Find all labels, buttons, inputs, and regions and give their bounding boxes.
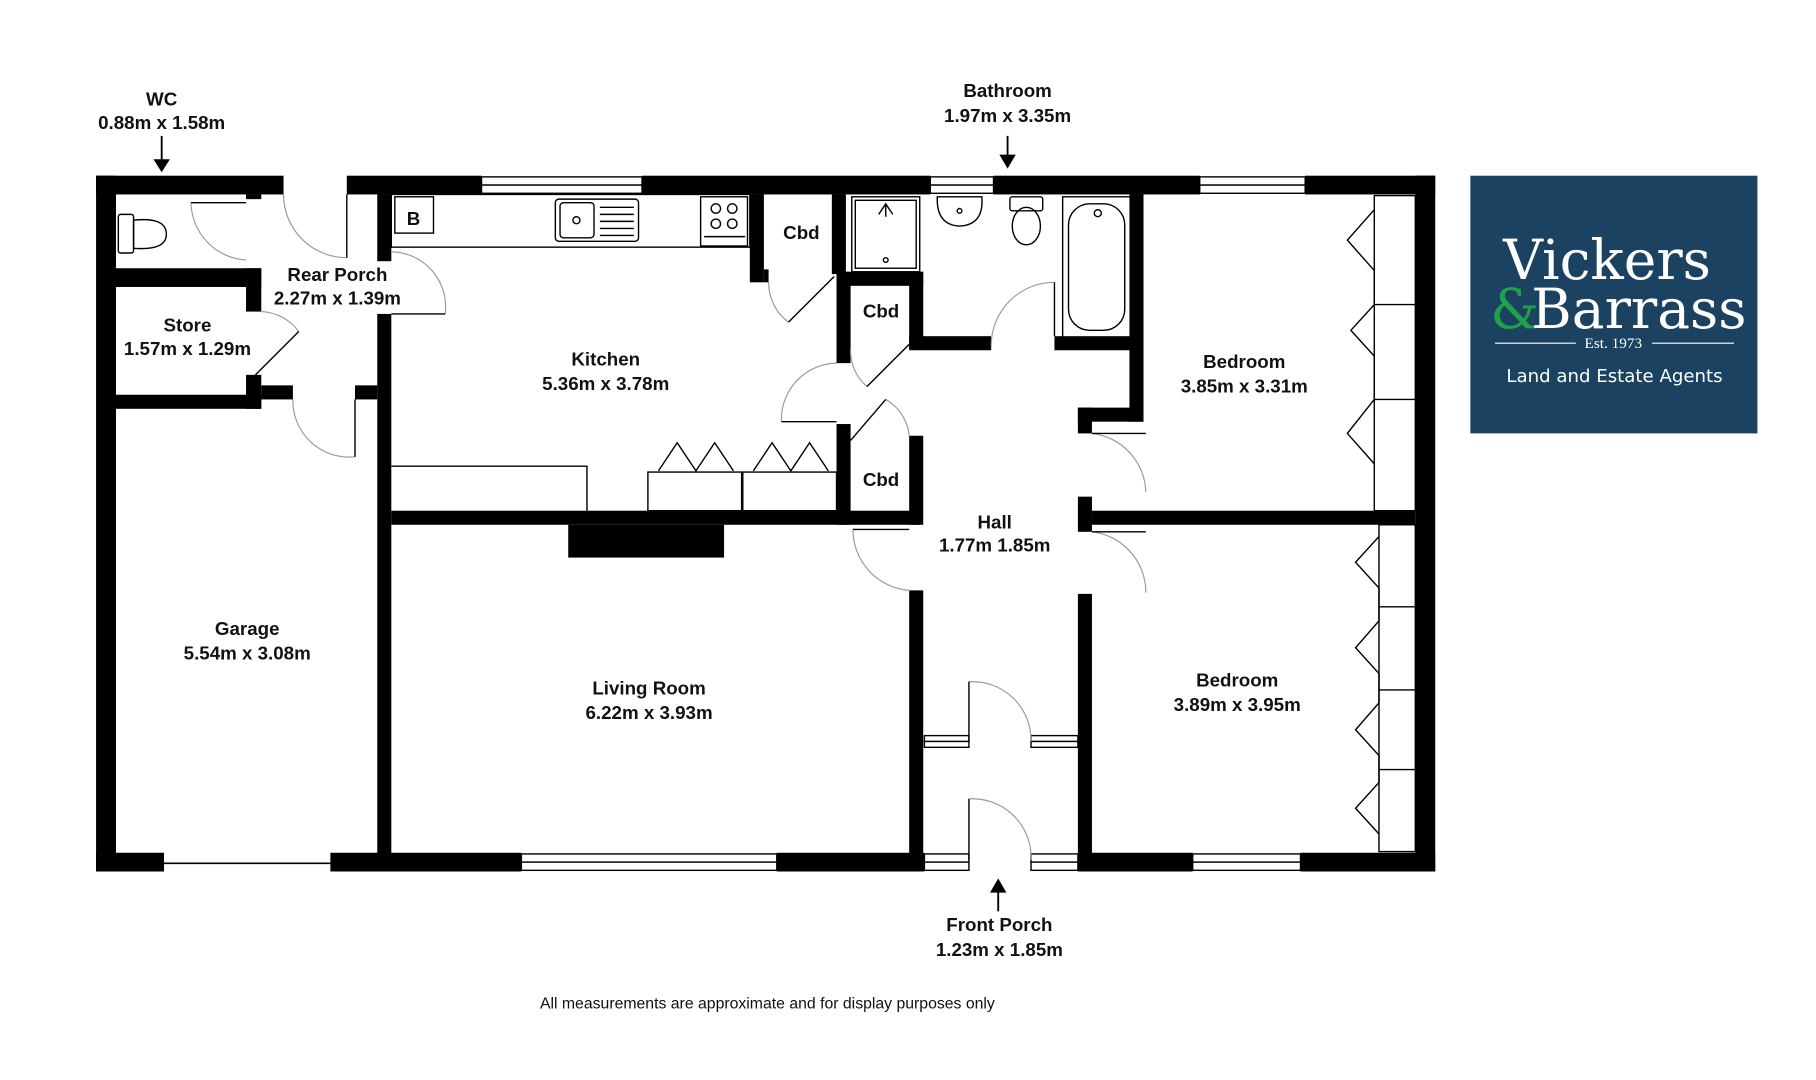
toilet-icon [117,213,168,254]
windows [164,176,1306,872]
room-size-kitchen: 5.36m x 3.78m [542,373,669,394]
room-name-bedroom-2: Bedroom [1196,669,1278,690]
room-size-rear-porch: 2.27m x 1.39m [274,288,401,309]
doors [190,194,1147,860]
room-name-kitchen: Kitchen [571,348,640,369]
hob-icon [699,196,749,247]
room-size-hall: 1.77m 1.85m [939,535,1050,556]
room-size-bedroom-1: 3.85m x 3.31m [1181,375,1308,396]
shower-icon [851,196,921,273]
sink-icon [554,198,640,243]
arrow-down-icon [153,135,170,173]
room-name-store: Store [164,314,212,335]
wardrobe-2 [1354,524,1417,853]
cupboard-label-2: Cbd [863,300,899,321]
room-name-hall: Hall [978,511,1012,532]
fixtures: B [117,193,1417,853]
toilet-bath-icon [1009,196,1044,246]
logo-ampersand: & [1490,277,1539,341]
wardrobe-1 [1346,194,1417,512]
logo-line-2: Barrass [1531,277,1746,341]
room-size-bathroom: 1.97m x 3.35m [944,105,1071,126]
room-size-bedroom-2: 3.89m x 3.95m [1174,694,1301,715]
logo-tagline: Land and Estate Agents [1506,366,1722,387]
room-name-bedroom-1: Bedroom [1203,351,1285,372]
logo-background [1470,175,1758,434]
room-size-front-porch: 1.23m x 1.85m [936,939,1063,960]
boiler-box [394,196,435,234]
room-size-living-room: 6.22m x 3.93m [586,702,713,723]
bath-icon [1061,196,1132,339]
room-name-front-porch: Front Porch [946,914,1052,935]
internal-walls [115,194,1416,872]
cupboard-label-1: Cbd [783,222,819,243]
boiler-label: B [407,208,421,229]
basin-icon [936,196,983,227]
cupboard-label-3: Cbd [863,469,899,490]
room-size-wc: 0.88m x 1.58m [98,112,225,133]
room-name-bathroom: Bathroom [963,80,1051,101]
room-labels: WC 0.88m x 1.58m Rear Porch 2.27m x 1.39… [98,80,1308,960]
logo-established: Est. 1973 [1585,335,1643,352]
room-size-garage: 5.54m x 3.08m [184,642,311,663]
agency-logo: Vickers & Barrass Est. 1973 Land and Est… [1470,175,1758,434]
room-name-wc: WC [146,88,178,109]
disclaimer-text: All measurements are approximate and for… [540,996,995,1013]
arrow-up-icon [990,878,1007,912]
room-name-rear-porch: Rear Porch [287,264,387,285]
room-size-store: 1.57m x 1.29m [124,338,251,359]
room-name-living-room: Living Room [592,678,705,699]
room-name-garage: Garage [215,618,280,639]
logo-line-1: Vickers [1502,228,1711,292]
arrow-down-icon [999,135,1016,169]
